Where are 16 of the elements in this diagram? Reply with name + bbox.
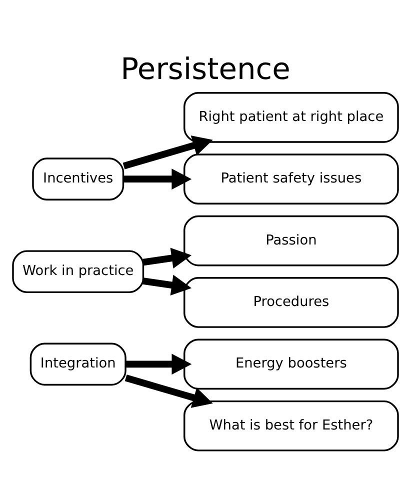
arrow: [123, 168, 192, 190]
node-box: Patient safety issues: [184, 153, 399, 204]
node-box: What is best for Esther?: [184, 400, 399, 451]
diagram-title: Persistence: [120, 51, 290, 86]
node-box: Right patient at right place: [184, 91, 399, 142]
arrow: [122, 134, 213, 169]
node-box: Integration: [30, 342, 126, 386]
node-box: Procedures: [184, 276, 399, 328]
arrow: [142, 274, 192, 296]
arrow: [124, 374, 213, 408]
node-box: Work in practice: [12, 250, 144, 293]
arrow: [142, 247, 192, 268]
arrow: [126, 353, 192, 374]
node-box: Incentives: [32, 157, 124, 200]
node-box: Energy boosters: [184, 338, 399, 390]
node-box: Passion: [184, 214, 399, 266]
